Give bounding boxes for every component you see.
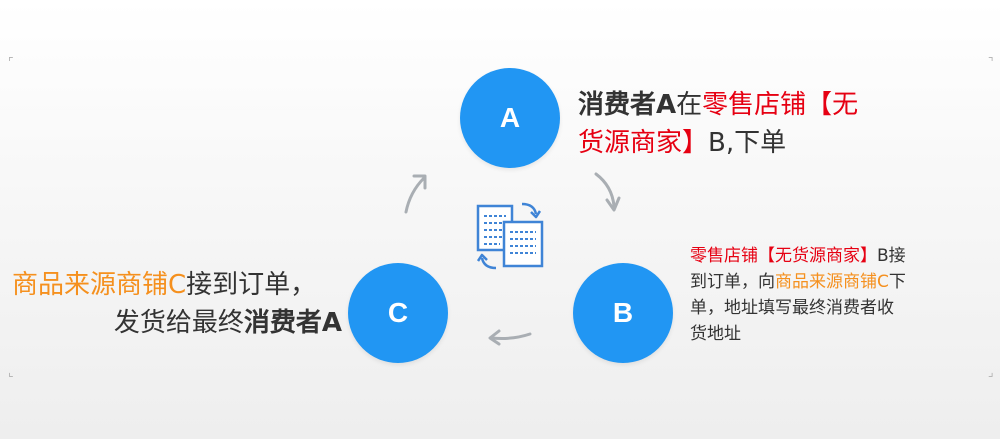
text-a-line-2: 货源商家】B,下单	[578, 124, 918, 162]
no-stock-merchant-label: 货源商家】	[578, 128, 709, 158]
node-b-label: B	[612, 297, 634, 328]
text-a-connector: 在	[676, 90, 703, 120]
retail-store-label: 零售店铺【无	[702, 90, 859, 120]
text-c-ship: 发货给最终	[113, 308, 244, 338]
arrow-a-to-b	[594, 172, 621, 212]
node-a: A	[460, 68, 560, 168]
text-b: 零售店铺【无货源商家】B接 到订单，向商品来源商铺C下 单，地址填写最终消费者收…	[690, 243, 980, 347]
node-c: C	[348, 263, 448, 363]
node-c-label: C	[387, 297, 409, 328]
arrow-c-to-a	[404, 174, 427, 214]
node-a-label: A	[499, 102, 521, 133]
corner-mark-top-right: ⌝	[988, 55, 994, 69]
consumer-a-label: 消费者A	[578, 90, 677, 120]
text-c-receive: 接到订单，	[186, 270, 317, 300]
text-b-place: 下	[888, 272, 906, 292]
final-consumer-label: 消费者A	[243, 308, 342, 338]
source-store-label: 商品来源商铺C	[12, 270, 187, 300]
text-a: 消费者A在零售店铺【无 货源商家】B,下单	[578, 86, 918, 162]
text-c-line-2: 发货给最终消费者A	[0, 304, 342, 342]
text-a-order: B,下单	[708, 128, 787, 158]
corner-mark-top-left: ⌜	[8, 55, 14, 69]
source-store-c-label: 商品来源商铺C	[775, 272, 889, 292]
text-b-order-to: 到订单，向	[690, 272, 775, 292]
arrow-b-to-c	[488, 329, 532, 346]
corner-mark-bottom-left: ⌞	[8, 365, 14, 379]
text-b-line-1: 零售店铺【无货源商家】B接	[690, 243, 980, 269]
text-b-line-2: 到订单，向商品来源商铺C下	[690, 269, 980, 295]
text-b-receive: B接	[877, 246, 906, 266]
corner-mark-bottom-right: ⌟	[988, 365, 994, 379]
retail-store-b-label: 零售店铺【无货源商家】	[690, 246, 877, 266]
document-exchange-icon	[476, 202, 544, 270]
text-b-line-4: 货地址	[690, 324, 741, 344]
text-c-line-1: 商品来源商铺C接到订单，	[0, 266, 342, 304]
node-b: B	[573, 263, 673, 363]
text-a-line-1: 消费者A在零售店铺【无	[578, 86, 918, 124]
text-b-line-3: 单，地址填写最终消费者收	[690, 298, 894, 318]
text-c: 商品来源商铺C接到订单， 发货给最终消费者A	[0, 266, 342, 342]
